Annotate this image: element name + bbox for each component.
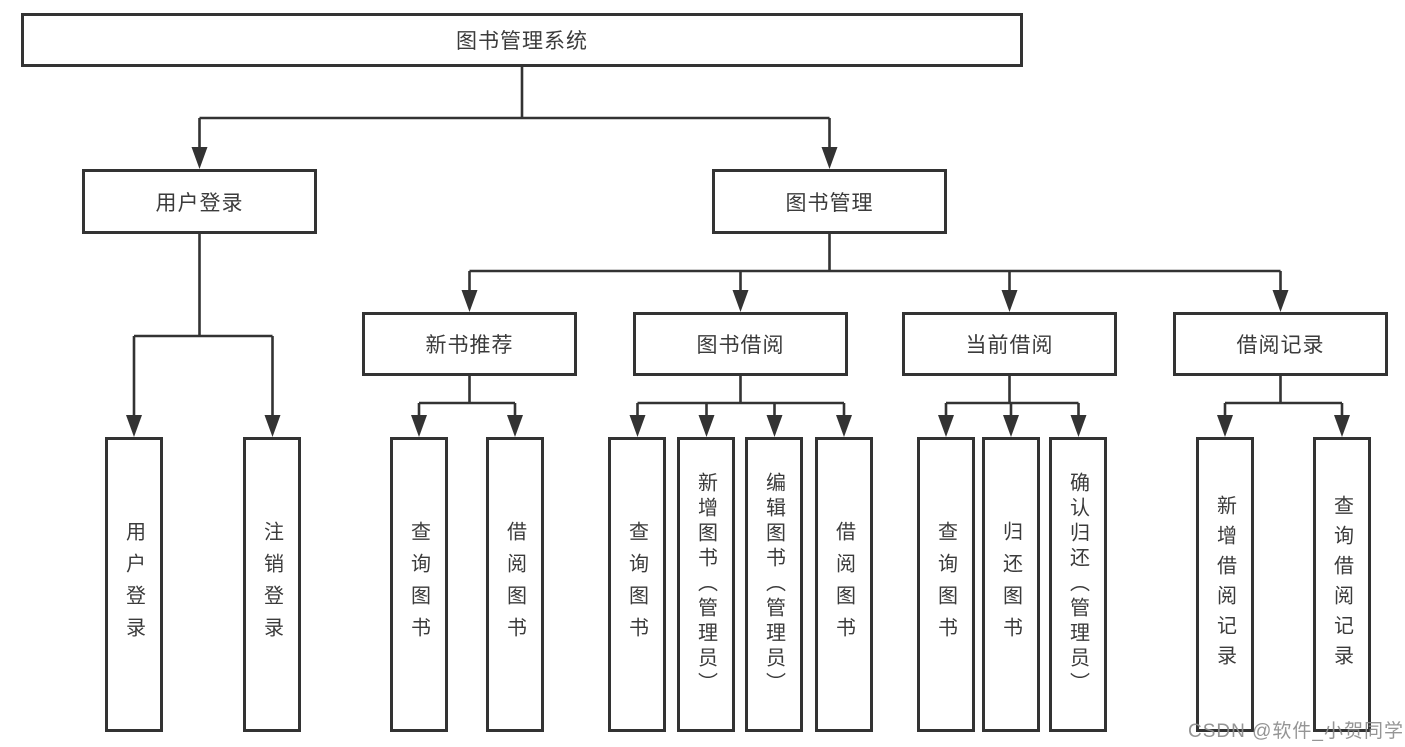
leaf-query-borrow-record: 查询借阅记录 <box>1313 437 1371 732</box>
leaf-user-login: 用户登录 <box>105 437 163 732</box>
leaf-label: 查询图书 <box>934 520 957 649</box>
node-user-login: 用户登录 <box>82 169 317 234</box>
leaf-borrow-book-borrowing: 借阅图书 <box>815 437 873 732</box>
leaf-label: 查询借阅记录 <box>1330 494 1353 675</box>
leaf-confirm-return-admin: 确认归还（管理员） <box>1049 437 1107 732</box>
node-book-management: 图书管理 <box>712 169 947 234</box>
node-current-borrowing: 当前借阅 <box>902 312 1117 376</box>
node-label: 当前借阅 <box>965 334 1054 357</box>
node-label: 借阅记录 <box>1236 334 1325 357</box>
leaf-label: 借阅图书 <box>503 520 526 649</box>
leaf-label: 新增图书（管理员） <box>694 472 717 697</box>
node-label: 图书管理 <box>785 191 874 215</box>
node-borrowing-records: 借阅记录 <box>1173 312 1388 376</box>
node-book-borrowing: 图书借阅 <box>633 312 848 376</box>
leaf-label: 注销登录 <box>260 520 283 649</box>
arrowheads <box>126 147 1350 437</box>
leaf-label: 编辑图书（管理员） <box>762 472 785 697</box>
leaf-edit-book-admin: 编辑图书（管理员） <box>745 437 803 732</box>
node-label: 新书推荐 <box>425 334 514 357</box>
node-label: 图书借阅 <box>696 334 785 357</box>
node-label: 用户登录 <box>155 191 244 215</box>
leaf-label: 归还图书 <box>999 520 1022 649</box>
leaf-label: 借阅图书 <box>832 520 855 649</box>
leaf-label: 查询图书 <box>625 520 648 649</box>
leaf-label: 查询图书 <box>407 520 430 649</box>
node-library-management-system: 图书管理系统 <box>21 13 1023 67</box>
leaf-label: 新增借阅记录 <box>1213 494 1236 675</box>
leaf-add-borrow-record: 新增借阅记录 <box>1196 437 1254 732</box>
csdn-watermark: CSDN @软件_小贺同学 <box>1188 721 1404 742</box>
leaf-query-book-borrowing: 查询图书 <box>608 437 666 732</box>
leaf-label: 用户登录 <box>122 520 145 649</box>
leaf-label: 确认归还（管理员） <box>1066 472 1089 697</box>
leaf-logout: 注销登录 <box>243 437 301 732</box>
leaf-add-book-admin: 新增图书（管理员） <box>677 437 735 732</box>
leaf-query-book-current: 查询图书 <box>917 437 975 732</box>
node-label: 图书管理系统 <box>456 30 588 53</box>
node-new-book-recommend: 新书推荐 <box>362 312 577 376</box>
leaf-return-book: 归还图书 <box>982 437 1040 732</box>
leaf-borrow-book-newbook: 借阅图书 <box>486 437 544 732</box>
leaf-query-book-newbook: 查询图书 <box>390 437 448 732</box>
